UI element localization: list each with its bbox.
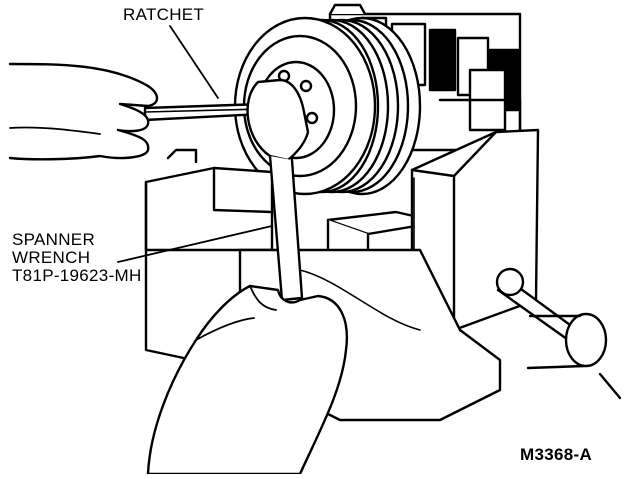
clutch-pulley (233, 16, 422, 196)
figure-id: M3368-A (520, 445, 593, 464)
ratchet-leader (169, 25, 219, 99)
leader-lines (117, 25, 273, 263)
spanner-label-line1: SPANNER (12, 230, 96, 249)
spanner-wrench (246, 78, 310, 302)
ratchet-label: RATCHET (123, 5, 205, 24)
spanner-wrench-label: SPANNER WRENCH T81P-19623-MH (12, 231, 142, 285)
right-hand (146, 284, 349, 476)
left-hand (8, 62, 198, 164)
spanner-label-line3: T81P-19623-MH (12, 266, 142, 285)
spanner-label-line2: WRENCH (12, 248, 91, 267)
spanner-leader (117, 225, 273, 263)
